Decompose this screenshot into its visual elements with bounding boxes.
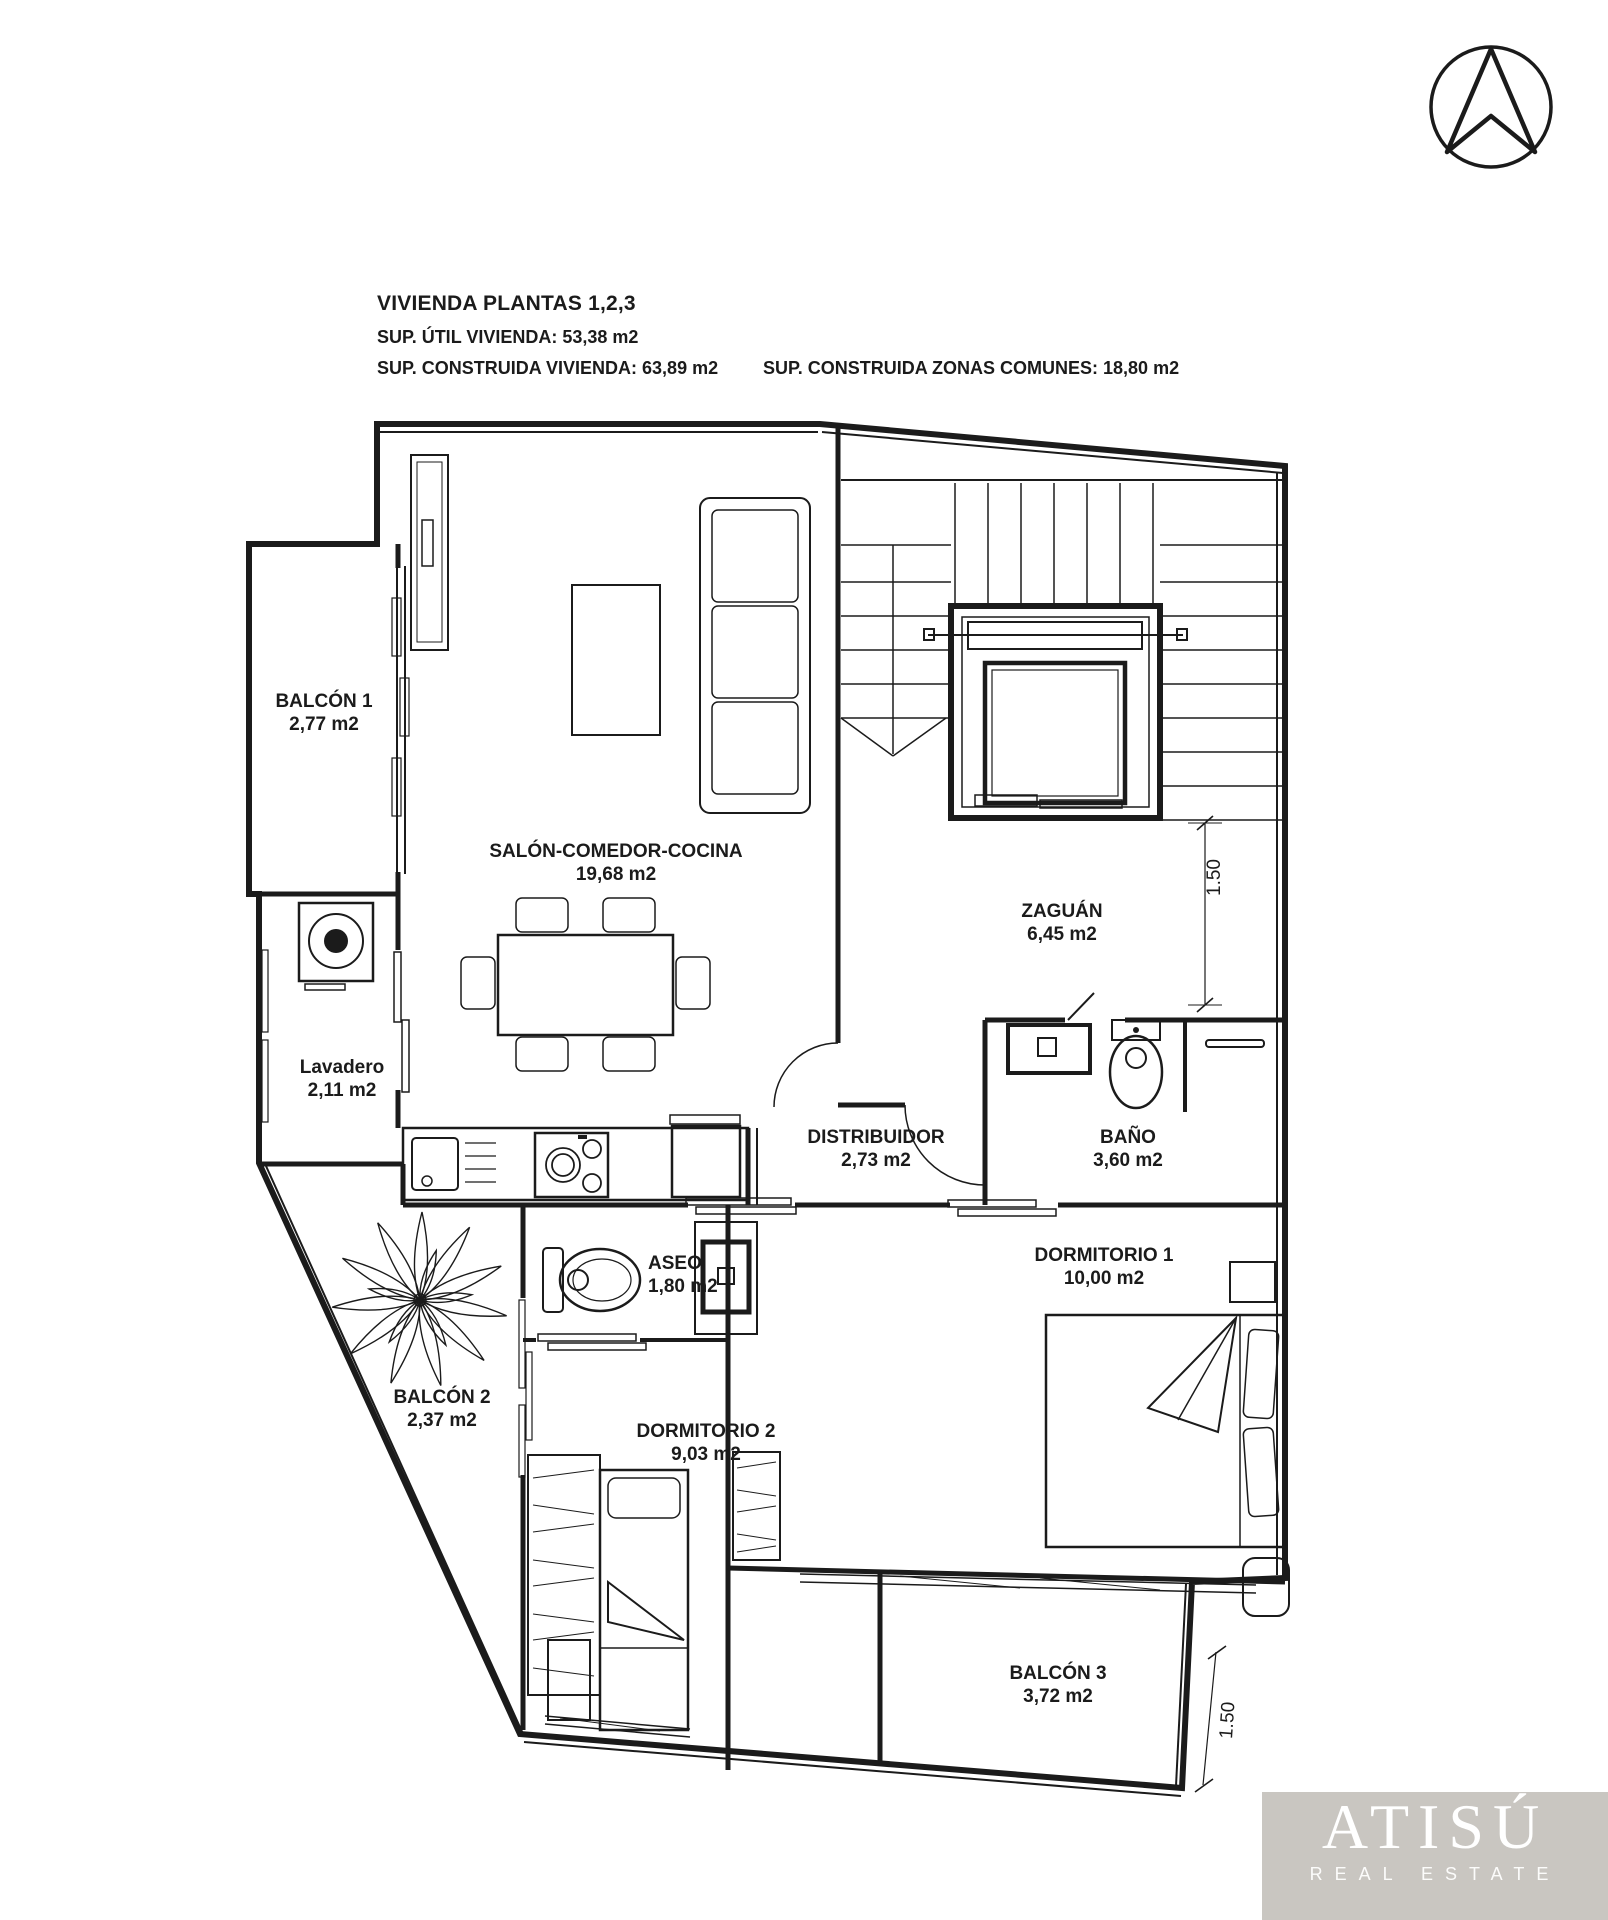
bedroom2-furniture	[547, 1468, 690, 1732]
outer-walls	[246, 421, 1288, 1797]
sliding-doors	[393, 951, 1057, 1351]
plant-icon	[332, 1211, 507, 1386]
kitchen-sink	[411, 1137, 459, 1191]
interior-walls	[259, 424, 1286, 1770]
swing-doors	[773, 992, 1095, 1186]
watermark-tagline: REAL ESTATE	[1309, 1864, 1561, 1884]
nightstand-round	[1242, 1557, 1290, 1617]
title-block: VIVIENDA PLANTAS 1,2,3 SUP. ÚTIL VIVIEND…	[377, 292, 638, 348]
nightstand	[547, 1639, 591, 1721]
washing-machine-icon	[297, 901, 375, 991]
salon-furniture	[410, 454, 811, 1072]
room-label-zaguan: ZAGUÁN 6,45 m2	[1021, 901, 1103, 945]
nightstand	[1229, 1261, 1276, 1303]
bedroom1-furniture	[1044, 1261, 1290, 1617]
title-block-row3: SUP. CONSTRUIDA VIVIENDA: 63,89 m2 SUP. …	[377, 358, 1277, 379]
shower-tray	[694, 1221, 758, 1335]
room-label-balcon1: BALCÓN 1 2,77 m2	[275, 691, 373, 735]
sup-zonas-line: SUP. CONSTRUIDA ZONAS COMUNES: 18,80 m2	[763, 358, 1180, 378]
room-label-balcon3: BALCÓN 3 3,72 m2	[1009, 1663, 1107, 1707]
room-label-dormitorio2: DORMITORIO 2 9,03 m2	[636, 1421, 776, 1465]
room-label-salon: SALÓN-COMEDOR-COCINA 19,68 m2	[489, 841, 743, 885]
sup-construida-line: SUP. CONSTRUIDA VIVIENDA: 63,89 m2	[377, 358, 719, 378]
double-bed	[1044, 1313, 1286, 1549]
sup-util-line: SUP. ÚTIL VIVIENDA: 53,38 m2	[377, 327, 639, 347]
room-label-aseo: ASEO 1,80 m2	[648, 1253, 718, 1297]
fridge	[670, 1124, 742, 1199]
bathroom-sink	[1006, 1023, 1092, 1075]
watermark-brand: ATISÚ	[1321, 1791, 1549, 1862]
room-label-balcon2: BALCÓN 2 2,37 m2	[393, 1387, 491, 1431]
stairs	[840, 483, 1282, 821]
single-bed	[598, 1468, 690, 1732]
toilet-cistern	[1111, 1019, 1161, 1041]
room-label-dormitorio1: DORMITORIO 1 10,00 m2	[1034, 1245, 1174, 1289]
room-label-lavadero: Lavadero 2,11 m2	[299, 1057, 385, 1101]
towel-rail	[1205, 1039, 1265, 1048]
aseo-toilet-bowl	[558, 1247, 642, 1313]
kitchen-shelf	[669, 1114, 741, 1125]
coffee-table	[571, 584, 661, 736]
dimension-stair-width: 1.50	[1204, 859, 1225, 896]
dimension-lines	[1188, 815, 1227, 1793]
elevator	[923, 603, 1188, 821]
dining-table	[496, 933, 675, 1037]
room-label-distribuidor: DISTRIBUIDOR 2,73 m2	[807, 1127, 945, 1171]
aseo-fixtures	[542, 1221, 758, 1335]
compass-north-icon	[1429, 45, 1553, 169]
aseo-toilet-cistern	[542, 1247, 564, 1313]
kitchen-counter	[401, 1114, 750, 1202]
watermark-badge: ATISÚ REAL ESTATE	[1262, 1792, 1608, 1920]
sofa	[699, 497, 811, 814]
bathroom-fixtures	[1006, 1019, 1265, 1110]
cooktop	[533, 1131, 610, 1199]
wardrobes	[527, 1451, 781, 1696]
window-bands	[261, 566, 1257, 1738]
plan-title: VIVIENDA PLANTAS 1,2,3	[377, 292, 636, 315]
room-label-bano: BAÑO 3,60 m2	[1093, 1127, 1163, 1171]
dimension-balcony-depth: 1.50	[1216, 1701, 1240, 1740]
toilet-bowl	[1108, 1034, 1164, 1110]
